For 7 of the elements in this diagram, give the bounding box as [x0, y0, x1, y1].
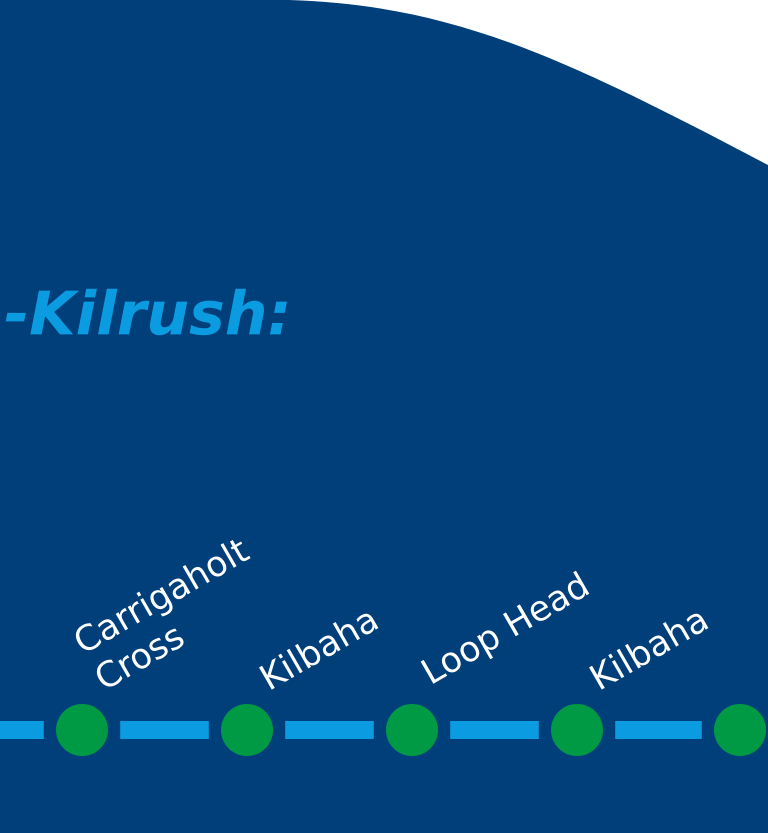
route-title: -Kilrush:	[6, 288, 287, 336]
route-line	[285, 721, 374, 739]
route-line	[450, 721, 539, 739]
station-dot	[714, 704, 766, 756]
route-line	[615, 721, 702, 739]
route-line	[120, 721, 209, 739]
route-line	[0, 721, 44, 739]
